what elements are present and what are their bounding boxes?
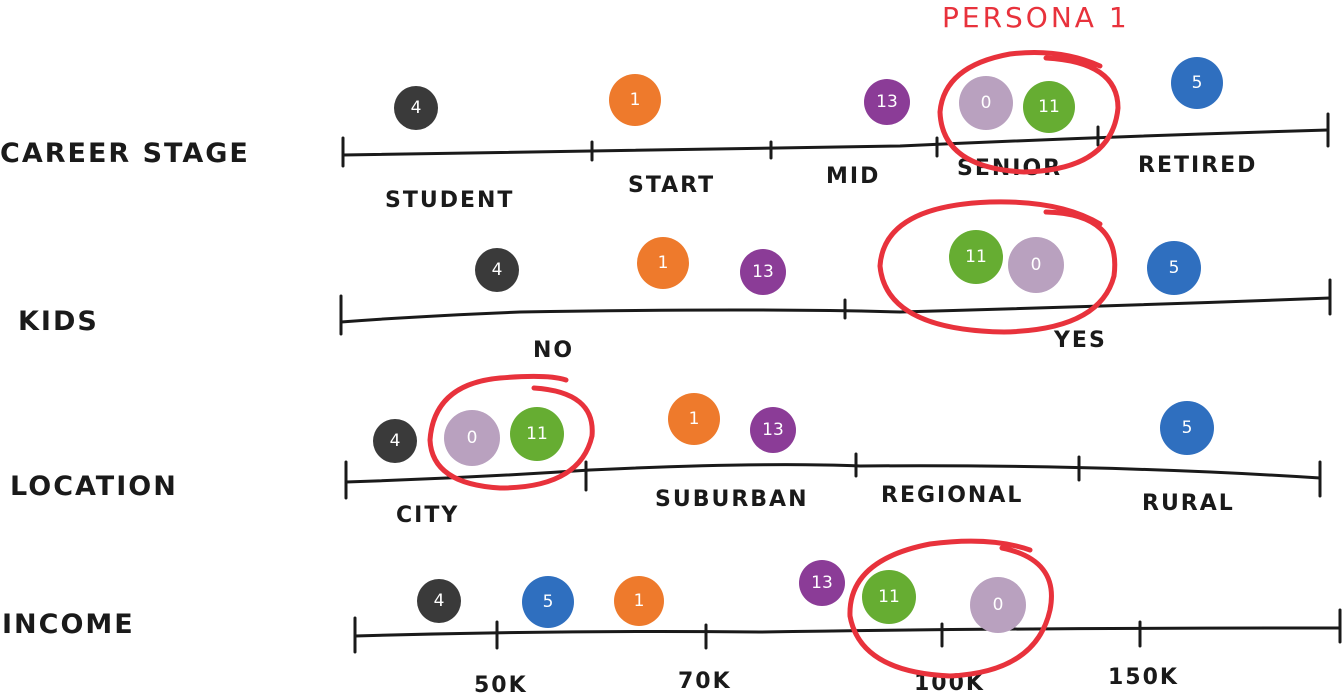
segment-label: CITY xyxy=(396,503,459,528)
axis-line xyxy=(353,626,1342,638)
persona-number: 11 xyxy=(526,424,548,444)
persona-dot: 13 xyxy=(799,560,845,606)
segment-label: STUDENT xyxy=(385,188,514,213)
persona-dot: 4 xyxy=(475,248,519,292)
persona-number: 13 xyxy=(762,420,784,440)
persona-dot: 11 xyxy=(949,230,1003,284)
persona-number: 1 xyxy=(634,591,645,611)
persona-number: 13 xyxy=(876,92,898,112)
row-location: LOCATION CITY SUBURBAN REGIONAL RURAL 4 … xyxy=(10,373,1322,528)
segment-label: 50K xyxy=(474,673,528,698)
row-label: CAREER STAGE xyxy=(0,138,250,169)
persona-number: 4 xyxy=(434,591,445,611)
persona-number: 0 xyxy=(993,595,1004,615)
persona-dot: 0 xyxy=(959,76,1013,130)
persona-dot: 11 xyxy=(510,407,564,461)
persona-dot: 4 xyxy=(417,579,461,623)
row-career-stage: CAREER STAGE STUDENT START MID SENIOR RE… xyxy=(0,50,1330,213)
row-kids: KIDS NO YES 4 1 13 11 0 5 xyxy=(18,199,1332,363)
persona-number: 1 xyxy=(689,409,700,429)
persona-dot: 4 xyxy=(373,419,417,463)
highlight-circle xyxy=(877,199,1118,335)
persona-dot: 1 xyxy=(614,576,664,626)
persona-number: 0 xyxy=(981,93,992,113)
row-label: INCOME xyxy=(2,609,135,640)
persona-number: 5 xyxy=(1169,258,1180,278)
row-label: LOCATION xyxy=(10,471,178,502)
persona-dot: 4 xyxy=(394,86,438,130)
persona-number: 4 xyxy=(492,260,503,280)
persona-dot: 5 xyxy=(1171,57,1223,109)
segment-label: RURAL xyxy=(1142,491,1235,516)
highlight-circle xyxy=(847,538,1054,679)
persona-number: 11 xyxy=(1038,97,1060,117)
persona-number: 5 xyxy=(1182,418,1193,438)
segment-label: MID xyxy=(826,164,880,189)
persona-dot: 11 xyxy=(1023,81,1075,133)
axis-line xyxy=(341,128,1330,157)
persona-dot: 1 xyxy=(609,74,661,126)
segment-label: SUBURBAN xyxy=(655,487,809,512)
segment-label: REGIONAL xyxy=(881,483,1023,508)
segment-label: 70K xyxy=(678,669,732,694)
segment-label: YES xyxy=(1053,328,1107,353)
persona-dot: 11 xyxy=(862,570,916,624)
persona-number: 1 xyxy=(658,253,669,273)
axis-line xyxy=(339,296,1332,324)
persona-number: 11 xyxy=(965,247,987,267)
highlight-circle xyxy=(427,373,595,491)
persona-number: 5 xyxy=(543,592,554,612)
persona-number: 4 xyxy=(390,431,401,451)
persona-dot: 1 xyxy=(668,393,720,445)
persona-dot: 5 xyxy=(522,576,574,628)
segment-label: RETIRED xyxy=(1138,153,1257,178)
persona-number: 5 xyxy=(1192,73,1203,93)
persona-dot: 5 xyxy=(1147,241,1201,295)
segment-label: START xyxy=(628,173,715,198)
segment-label: 150K xyxy=(1108,665,1179,690)
persona-dot: 0 xyxy=(1008,237,1064,293)
persona-dot: 1 xyxy=(637,237,689,289)
highlight-circle xyxy=(937,50,1121,175)
persona-dot: 13 xyxy=(740,249,786,295)
persona-dot: 0 xyxy=(444,410,500,466)
persona-number: 13 xyxy=(752,262,774,282)
persona-number: 4 xyxy=(411,98,422,118)
persona-dot: 0 xyxy=(970,577,1026,633)
row-label: KIDS xyxy=(18,306,99,337)
row-income: INCOME 50K 70K 100K 150K 4 5 1 13 11 0 xyxy=(2,538,1342,698)
persona-dot: 13 xyxy=(750,407,796,453)
segment-label: NO xyxy=(533,338,574,363)
diagram-title: PERSONA 1 xyxy=(942,1,1130,34)
persona-number: 0 xyxy=(467,428,478,448)
persona-dot: 5 xyxy=(1160,401,1214,455)
persona-number: 11 xyxy=(878,587,900,607)
axis-line xyxy=(344,463,1322,484)
persona-number: 13 xyxy=(811,573,833,593)
persona-number: 1 xyxy=(630,90,641,110)
persona-number: 0 xyxy=(1031,255,1042,275)
persona-dot: 13 xyxy=(864,79,910,125)
